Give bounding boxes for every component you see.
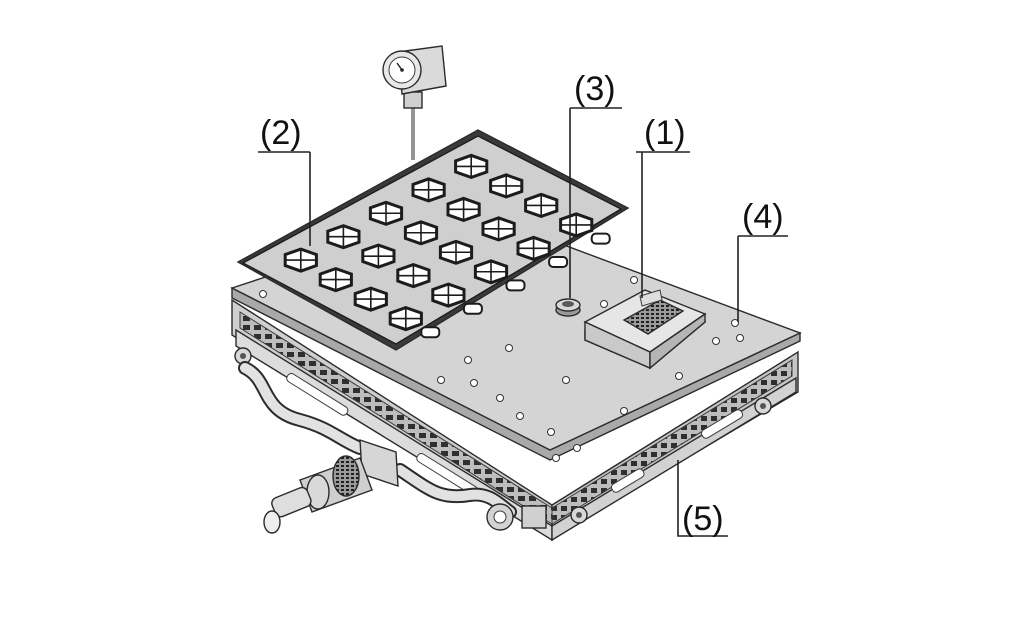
- callout-label-2: (2): [260, 114, 302, 152]
- mat-edge-slot: [505, 279, 526, 292]
- base-frame: [231, 298, 799, 542]
- callout-label-3: (3): [574, 70, 616, 108]
- callout-4: (4): [737, 198, 788, 322]
- hose-fitting-icon: [263, 455, 373, 534]
- callout-label-1: (1): [644, 114, 686, 152]
- electrical-connector-icon: [583, 289, 707, 370]
- callout-label-4: (4): [742, 198, 784, 236]
- mat-edge-slot: [590, 232, 611, 245]
- callout-3: (3): [569, 70, 622, 298]
- mat-edge-slot: [548, 256, 569, 268]
- pressure-gauge-icon: [382, 45, 447, 160]
- callout-1: (1): [636, 114, 690, 298]
- mat-cells: [283, 153, 611, 339]
- round-knob-icon: [486, 503, 514, 531]
- hose-assembly: [238, 361, 547, 534]
- perforated-mat-icon: [236, 129, 630, 351]
- mat-edge-slot: [462, 302, 483, 315]
- callout-5: (5): [677, 460, 728, 538]
- mat-edge-slot: [420, 326, 441, 339]
- callout-label-5: (5): [682, 500, 724, 538]
- callout-2: (2): [258, 114, 311, 246]
- push-button: [555, 298, 581, 317]
